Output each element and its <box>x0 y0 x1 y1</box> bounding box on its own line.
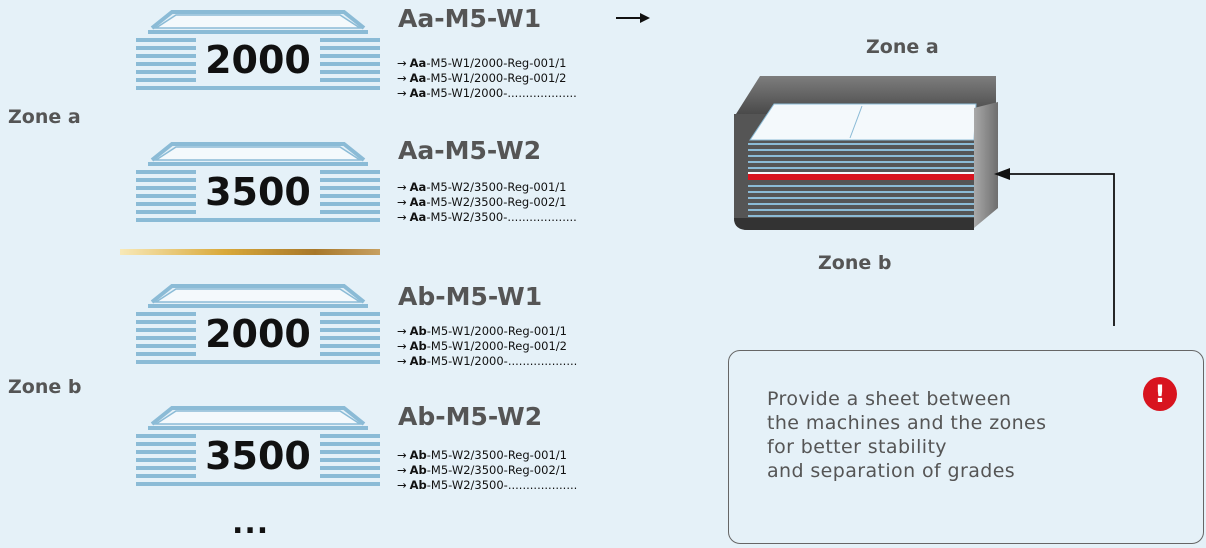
note-line: for better stability <box>767 436 947 458</box>
note-text: Provide a sheet between the machines and… <box>767 387 1046 483</box>
machine-title: Aa-M5-W1 <box>398 4 542 33</box>
register-list: →Aa-M5-W1/2000-Reg-001/1 →Aa-M5-W1/2000-… <box>397 56 577 101</box>
separator-sheet <box>748 174 974 180</box>
stack-count: 2000 <box>196 38 320 82</box>
register-item: →Ab-M5-W2/3500-Reg-001/1 <box>397 448 567 462</box>
register-item: →Aa-M5-W2/3500-Reg-001/1 <box>397 180 567 194</box>
register-list: →Aa-M5-W2/3500-Reg-001/1 →Aa-M5-W2/3500-… <box>397 180 577 225</box>
zone-b-label: Zone b <box>8 376 82 398</box>
zone-divider <box>120 249 380 255</box>
paper-stack-icon <box>136 142 380 222</box>
box-zone-a-label: Zone a <box>866 36 939 58</box>
machine-title: Aa-M5-W2 <box>398 136 542 165</box>
paper-stack: 3500 <box>132 140 384 230</box>
zone-a-label: Zone a <box>8 106 81 128</box>
note-line: the machines and the zones <box>767 412 1047 434</box>
register-item: →Ab-M5-W1/2000-................... <box>397 354 578 368</box>
register-item: →Ab-M5-W1/2000-Reg-001/2 <box>397 339 567 353</box>
register-item: →Aa-M5-W1/2000-Reg-001/2 <box>397 71 567 85</box>
more-ellipsis: ... <box>232 506 270 541</box>
paper-stack: 2000 <box>132 8 384 98</box>
register-item: →Aa-M5-W2/3500-Reg-002/1 <box>397 195 567 209</box>
register-item: →Ab-M5-W1/2000-Reg-001/1 <box>397 324 567 338</box>
paper-stack: 2000 <box>132 282 384 372</box>
stack-count: 3500 <box>196 434 320 478</box>
info-note: Provide a sheet between the machines and… <box>728 350 1204 544</box>
machine-title: Ab-M5-W1 <box>398 282 543 311</box>
machine-title: Ab-M5-W2 <box>398 402 543 431</box>
paper-stack: 3500 <box>132 404 384 494</box>
paper-sheets <box>748 103 977 217</box>
register-item: →Ab-M5-W2/3500-Reg-002/1 <box>397 463 567 477</box>
right-arrow-icon <box>616 13 650 23</box>
paper-box-illustration <box>734 76 998 230</box>
register-list: →Ab-M5-W2/3500-Reg-001/1 →Ab-M5-W2/3500-… <box>397 448 577 493</box>
register-item: →Aa-M5-W1/2000-Reg-001/1 <box>397 56 567 70</box>
paper-stack-icon <box>136 406 380 486</box>
register-list: →Ab-M5-W1/2000-Reg-001/1 →Ab-M5-W1/2000-… <box>397 324 577 369</box>
stack-count: 3500 <box>196 170 320 214</box>
register-item: →Ab-M5-W2/3500-................... <box>397 478 578 492</box>
note-line: Provide a sheet between <box>767 388 1012 410</box>
connector-arrow-icon <box>994 168 1115 326</box>
exclamation-icon: ! <box>1143 377 1177 411</box>
register-item: →Aa-M5-W1/2000-................... <box>397 86 577 100</box>
note-line: and separation of grades <box>767 460 1016 482</box>
register-item: →Aa-M5-W2/3500-................... <box>397 210 577 224</box>
stack-count: 2000 <box>196 312 320 356</box>
box-zone-b-label: Zone b <box>818 252 892 274</box>
